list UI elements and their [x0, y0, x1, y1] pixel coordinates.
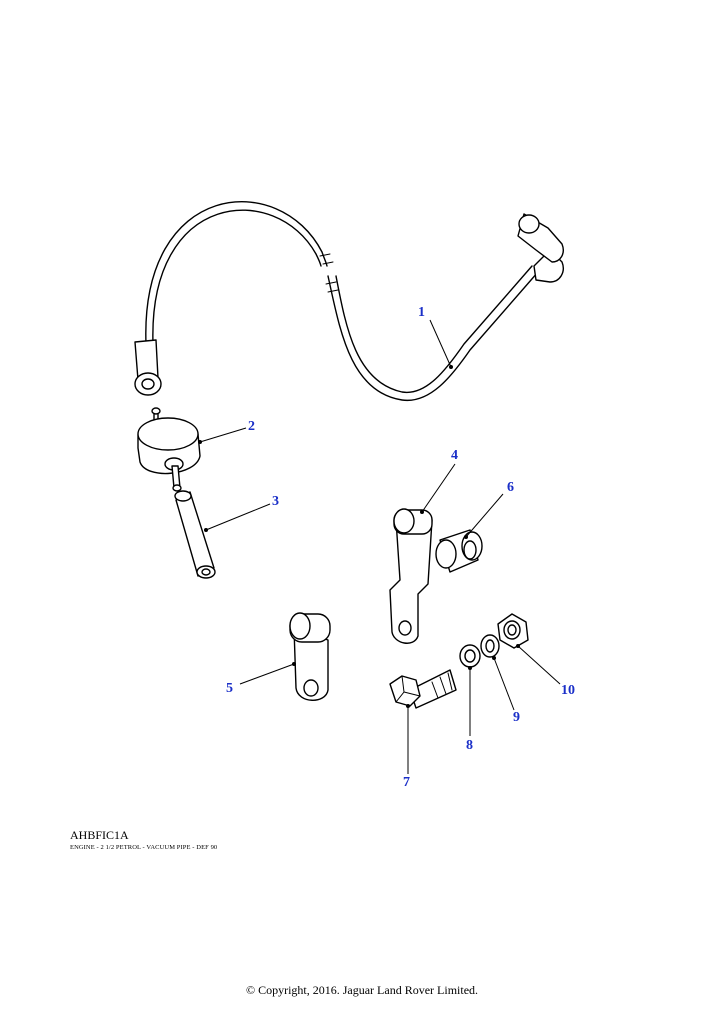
callout-9[interactable]: 9 — [513, 710, 520, 725]
grommet-part-6 — [435, 529, 483, 573]
valve-part-2 — [137, 407, 202, 492]
copyright-notice: © Copyright, 2016. Jaguar Land Rover Lim… — [245, 983, 479, 997]
callout-7[interactable]: 7 — [403, 775, 410, 790]
callout-10[interactable]: 10 — [561, 683, 575, 698]
diagram-caption: ENGINE - 2 1/2 PETROL - VACUUM PIPE - DE… — [70, 844, 218, 851]
bracket-part-5 — [289, 612, 331, 701]
leader-lines — [199, 319, 561, 774]
spring-washer-part-9 — [480, 634, 500, 660]
callout-2[interactable]: 2 — [248, 419, 255, 434]
callout-3[interactable]: 3 — [272, 494, 279, 509]
bracket-part-4 — [389, 508, 433, 644]
callout-8[interactable]: 8 — [466, 738, 473, 753]
nut-part-10 — [497, 613, 529, 649]
callout-6[interactable]: 6 — [507, 480, 514, 495]
diagram-reference-code: AHBFIC1A — [70, 828, 129, 842]
callout-4[interactable]: 4 — [451, 448, 458, 463]
washer-part-8 — [459, 644, 481, 670]
hose-part-3 — [174, 490, 216, 579]
callout-1[interactable]: 1 — [418, 305, 425, 320]
callout-5[interactable]: 5 — [226, 681, 233, 696]
bolt-part-7 — [389, 669, 457, 709]
vacuum-pipe-part-1 — [134, 201, 564, 401]
